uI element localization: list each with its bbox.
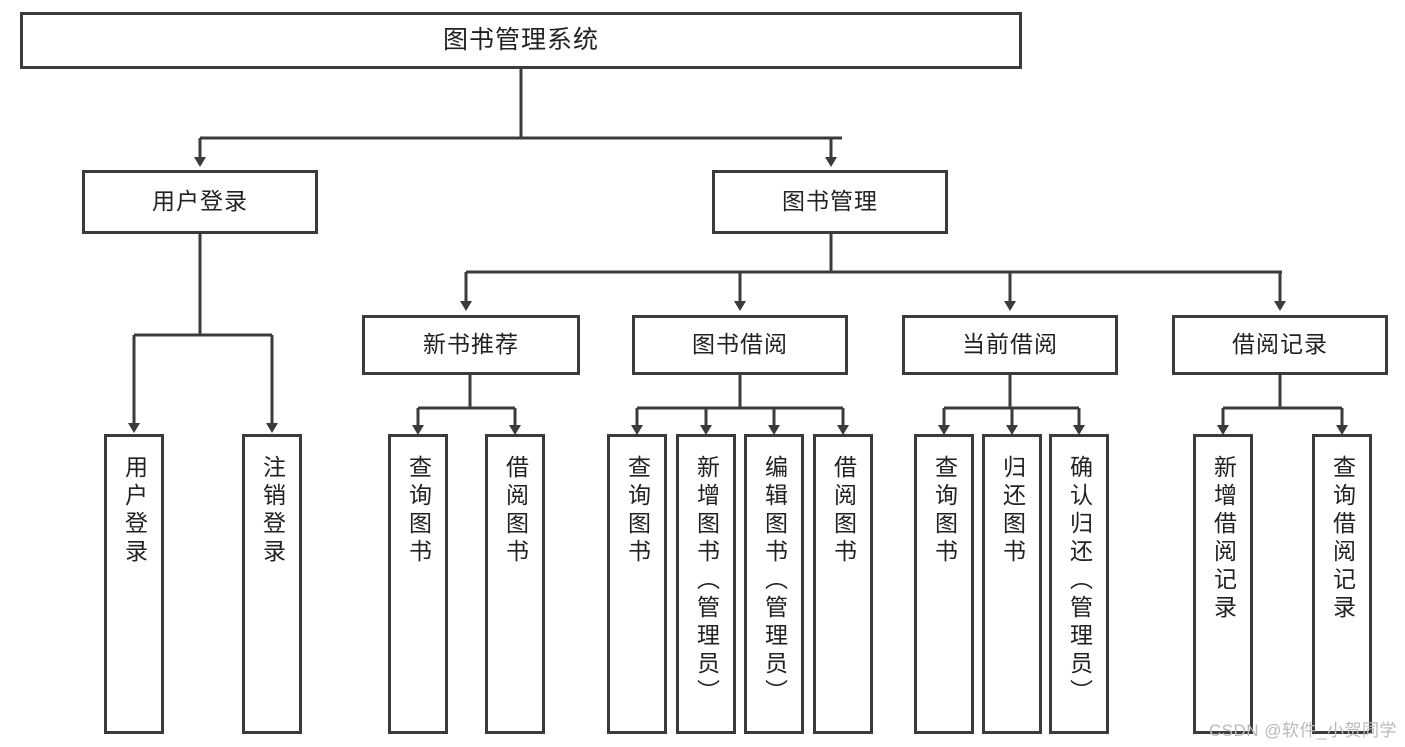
- node-leaf-borrow-book-2[interactable]: 借阅图书: [813, 434, 873, 734]
- node-label: 图书管理系统: [442, 25, 599, 54]
- node-label: 新增图书（管理员）: [693, 455, 720, 707]
- node-book-borrow[interactable]: 图书借阅: [632, 315, 848, 375]
- node-book-manage[interactable]: 图书管理: [712, 170, 948, 234]
- node-label: 借阅图书: [502, 455, 529, 567]
- node-label: 确认归还（管理员）: [1066, 455, 1093, 707]
- node-leaf-confirm-return[interactable]: 确认归还（管理员）: [1049, 434, 1109, 734]
- node-label: 新增借阅记录: [1210, 455, 1237, 623]
- node-root-system[interactable]: 图书管理系统: [20, 12, 1022, 69]
- node-label: 查询图书: [405, 455, 432, 567]
- node-label: 查询图书: [931, 455, 958, 567]
- node-leaf-query-book-2[interactable]: 查询图书: [607, 434, 667, 734]
- node-leaf-query-book-1[interactable]: 查询图书: [388, 434, 448, 734]
- node-label: 查询图书: [624, 455, 651, 567]
- node-label: 借阅图书: [830, 455, 857, 567]
- node-label: 图书管理: [782, 188, 878, 215]
- node-leaf-query-record[interactable]: 查询借阅记录: [1312, 434, 1372, 734]
- node-current-borrow[interactable]: 当前借阅: [902, 315, 1118, 375]
- node-label: 用户登录: [121, 455, 148, 567]
- node-label: 查询借阅记录: [1329, 455, 1356, 623]
- node-leaf-user-login[interactable]: 用户登录: [104, 434, 164, 734]
- node-leaf-add-book[interactable]: 新增图书（管理员）: [676, 434, 736, 734]
- node-borrow-record[interactable]: 借阅记录: [1172, 315, 1388, 375]
- node-leaf-logout-login[interactable]: 注销登录: [242, 434, 302, 734]
- node-label: 新书推荐: [423, 331, 519, 358]
- node-label: 归还图书: [999, 455, 1026, 567]
- node-label: 图书借阅: [692, 331, 788, 358]
- node-leaf-edit-book[interactable]: 编辑图书（管理员）: [744, 434, 804, 734]
- node-label: 借阅记录: [1232, 331, 1328, 358]
- node-leaf-return-book[interactable]: 归还图书: [982, 434, 1042, 734]
- node-leaf-borrow-book-1[interactable]: 借阅图书: [485, 434, 545, 734]
- watermark-text: CSDN @软件_小贺同学: [1208, 721, 1397, 740]
- node-leaf-query-book-3[interactable]: 查询图书: [914, 434, 974, 734]
- node-label: 用户登录: [152, 188, 248, 215]
- node-label: 注销登录: [259, 455, 286, 567]
- node-leaf-add-record[interactable]: 新增借阅记录: [1193, 434, 1253, 734]
- node-label: 编辑图书（管理员）: [761, 455, 788, 707]
- node-label: 当前借阅: [962, 331, 1058, 358]
- node-user-login[interactable]: 用户登录: [82, 170, 318, 234]
- node-new-book-recommend[interactable]: 新书推荐: [362, 315, 580, 375]
